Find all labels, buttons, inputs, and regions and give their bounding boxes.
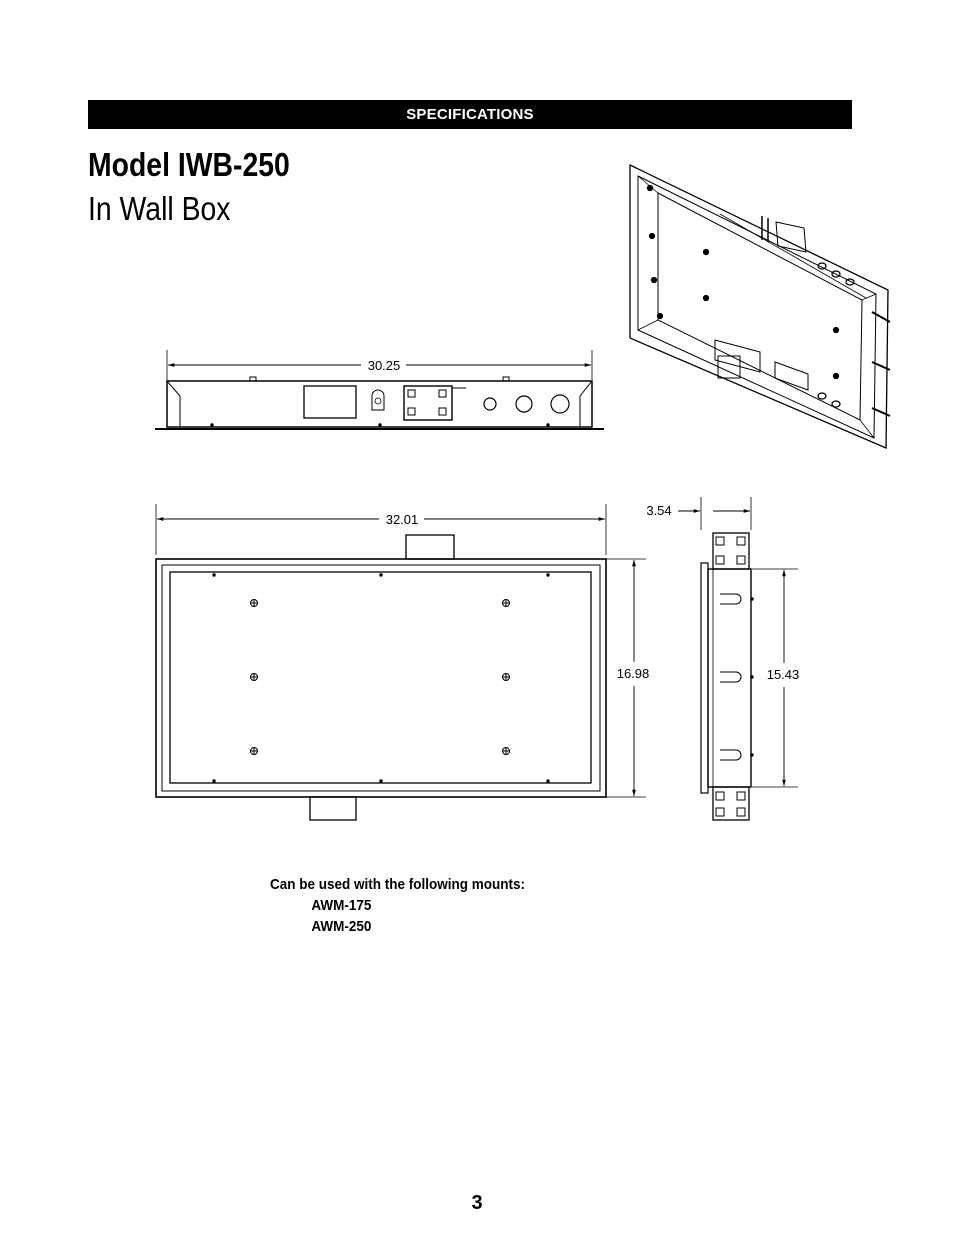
product-name: In Wall Box <box>88 190 231 227</box>
side-height-dimension: 15.43 <box>767 667 800 682</box>
top-width-dimension: 30.25 <box>368 358 401 373</box>
front-width-dimension: 32.01 <box>386 512 419 527</box>
top-view-drawing <box>155 350 604 430</box>
front-height-dimension: 16.98 <box>617 666 650 681</box>
mount-item: AWM-250 <box>311 918 372 935</box>
compatible-mounts: Can be used with the following mounts: A… <box>270 874 525 937</box>
front-view-drawing <box>155 504 646 821</box>
side-depth-dimension: 3.54 <box>646 503 671 518</box>
page-number: 3 <box>471 1192 483 1214</box>
side-view-drawing <box>678 497 798 821</box>
mounts-heading: Can be used with the following mounts: <box>270 876 525 893</box>
mount-item: AWM-175 <box>311 897 372 914</box>
section-label: SPECIFICATIONS <box>406 106 534 123</box>
section-header-bar: SPECIFICATIONS <box>88 100 852 129</box>
model-title: Model IWB-250 <box>88 146 290 183</box>
isometric-view-drawing <box>629 163 891 449</box>
